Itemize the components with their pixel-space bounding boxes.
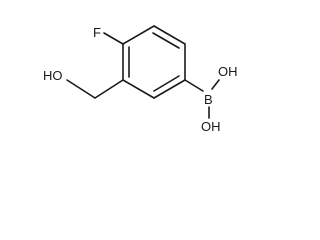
bond-b-oh-top (211, 79, 220, 90)
atom-label-boronic-oh-top: OH (218, 64, 238, 79)
ring-bond-c2-c3 (153, 25, 186, 45)
ring-bond-c1-c2 (122, 25, 155, 45)
benzene-ring (122, 25, 186, 99)
bond-c-b (184, 79, 204, 92)
chemical-structure: F HO B OH OH (43, 25, 238, 134)
bond-ch2-o (66, 79, 96, 99)
ring-double-bond-inner-2 (153, 75, 180, 92)
ring-double-bond-inner-1 (152, 32, 180, 49)
atom-label-boronic-oh-bottom: OH (201, 119, 221, 134)
atom-label-fluorine: F (93, 25, 101, 40)
bond-c-ch2 (94, 79, 124, 99)
bond-c-f (103, 32, 124, 45)
atom-label-boron: B (204, 92, 213, 107)
ring-bond-c4-c5 (153, 79, 186, 99)
ring-bond-c5-c6 (122, 79, 155, 99)
atom-label-hydroxymethyl-oh: HO (43, 68, 63, 83)
